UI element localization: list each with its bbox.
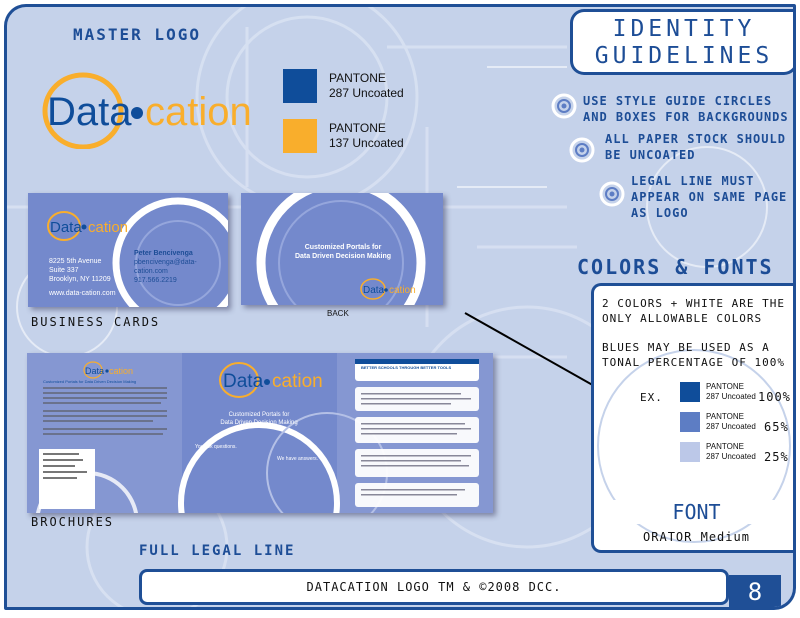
- target-circle-icon: [551, 93, 577, 119]
- svg-text:cation: cation: [88, 219, 128, 236]
- target-circle-icon: [569, 137, 595, 163]
- brochures-label: BROCHURES: [31, 515, 115, 529]
- full-legal-line-heading: FULL LEGAL LINE: [139, 543, 296, 559]
- colors-fonts-panel: 2 COLORS + WHITE ARE THE ONLY ALLOWABLE …: [591, 283, 793, 553]
- tint-100-percent: 100%: [758, 390, 791, 404]
- pantone-137-swatch: [283, 119, 317, 153]
- pantone-287-swatch: [283, 69, 317, 103]
- identity-guidelines-box: IDENTITY GUIDELINES: [570, 9, 793, 75]
- business-card-front: Data cation 8225 5th Avenue Suite 337 Br…: [28, 193, 228, 307]
- business-cards-label: BUSINESS CARDS: [31, 315, 161, 329]
- example-label: EX.: [640, 391, 663, 404]
- font-name: ORATOR Medium: [643, 530, 750, 544]
- svg-text:cation: cation: [272, 371, 323, 392]
- card-address: 8225 5th Avenue Suite 337 Brooklyn, NY 1…: [49, 258, 111, 283]
- svg-text:cation: cation: [145, 90, 252, 134]
- title-line-1: IDENTITY: [612, 16, 756, 42]
- page-canvas: MASTER LOGO Data cation PANTONE 287 Unco…: [4, 4, 796, 610]
- brochure-right-title: BETTER SCHOOLS THROUGH BETTER TOOLS: [361, 365, 452, 370]
- svg-text:Data: Data: [85, 366, 104, 376]
- tint-65-swatch: [680, 412, 700, 432]
- brochure-left-title: Customized Portals for Data Driven Decis…: [43, 379, 137, 384]
- svg-text:Data: Data: [47, 90, 132, 134]
- colors-fonts-heading: COLORS & FONTS: [577, 255, 774, 279]
- card-contact: Peter Bencivenga pbencivenga@data-cation…: [134, 250, 197, 284]
- card-back-tagline: Customized Portals for Data Driven Decis…: [294, 244, 392, 260]
- tint-25-percent: 25%: [764, 450, 789, 464]
- brochure-spread: Data cation Data cation: [27, 353, 493, 513]
- page-number: 8: [729, 575, 781, 607]
- pantone-137-label: PANTONE 137 Uncoated: [329, 121, 404, 150]
- back-label: BACK: [327, 309, 349, 318]
- target-circle-icon: [599, 181, 625, 207]
- legal-line-text: DATACATION LOGO TM & ©2008 DCC.: [306, 580, 562, 594]
- svg-text:Data: Data: [223, 371, 264, 392]
- font-heading: FONT: [594, 500, 793, 524]
- business-card-back: Data cation Customized Portals for Data …: [241, 193, 443, 305]
- title-line-2: GUIDELINES: [594, 43, 774, 69]
- svg-text:Data: Data: [363, 285, 385, 296]
- card-web: www.data-cation.com: [49, 290, 116, 297]
- tint-100-swatch: [680, 382, 700, 402]
- tint-25-swatch: [680, 442, 700, 462]
- color-rule-2: BLUES MAY BE USED AS A TONAL PERCENTAGE …: [602, 341, 785, 369]
- svg-text:cation: cation: [109, 366, 133, 376]
- brochure-you-ask: You ask questions.: [195, 444, 237, 450]
- legal-line-box: DATACATION LOGO TM & ©2008 DCC.: [139, 569, 729, 605]
- master-logo-heading: MASTER LOGO: [73, 25, 201, 44]
- svg-text:Data: Data: [50, 219, 82, 236]
- brochure-we-have: We have answers.: [277, 456, 319, 462]
- datacation-logo: Data cation: [42, 72, 252, 149]
- color-rule-1: 2 COLORS + WHITE ARE THE ONLY ALLOWABLE …: [602, 297, 785, 325]
- brochure-tagline: Customized Portals for Data Driven Decis…: [220, 412, 298, 426]
- tint-65-percent: 65%: [764, 420, 789, 434]
- pantone-287-label: PANTONE 287 Uncoated: [329, 71, 404, 100]
- svg-text:cation: cation: [389, 285, 416, 296]
